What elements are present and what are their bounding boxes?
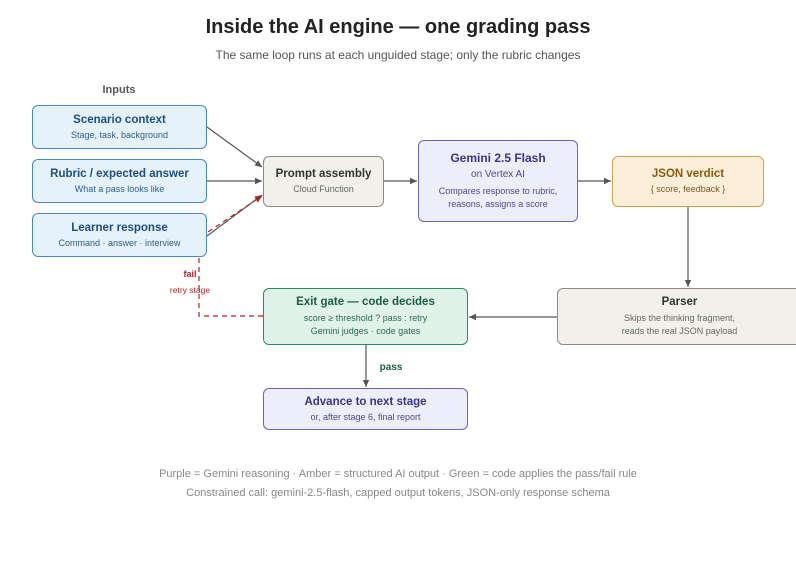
- parser-node: Parser Skips the thinking fragment, read…: [557, 288, 796, 345]
- advance-title: Advance to next stage: [304, 395, 427, 408]
- learner-response-node: Learner response Command · answer · inte…: [32, 213, 207, 257]
- parser-description-line1: Skips the thinking fragment,: [623, 313, 736, 323]
- gemini-node: Gemini 2.5 Flash on Vertex AI Compares r…: [418, 140, 578, 222]
- gemini-description-line2: reasons, assigns a score: [448, 199, 548, 209]
- gemini-platform: on Vertex AI: [471, 169, 525, 180]
- scenario-context-subtitle: Stage, task, background: [70, 129, 169, 140]
- inputs-label: Inputs: [102, 84, 136, 96]
- arrow-retry-loop: [198, 195, 263, 317]
- rubric-subtitle: What a pass looks like: [74, 183, 165, 194]
- legend-note: Purple = Gemini reasoning · Amber = stru…: [159, 468, 637, 480]
- parser-title: Parser: [661, 296, 698, 308]
- json-verdict-node: JSON verdict { score, feedback }: [612, 156, 764, 207]
- json-verdict-title: JSON verdict: [651, 168, 725, 180]
- exit-gate-node: Exit gate — code decides score ≥ thresho…: [263, 288, 468, 345]
- rubric-title: Rubric / expected answer: [50, 167, 189, 180]
- arrow-scenario-to-prompt: [206, 126, 263, 168]
- rubric-node: Rubric / expected answer What a pass loo…: [32, 159, 207, 203]
- prompt-assembly-title: Prompt assembly: [275, 168, 372, 180]
- advance-subtitle: or, after stage 6, final report: [310, 411, 421, 422]
- json-verdict-subtitle: { score, feedback }: [650, 184, 726, 194]
- exit-gate-title: Exit gate — code decides: [296, 296, 435, 308]
- diagram-title: Inside the AI engine — one grading pass: [205, 16, 591, 38]
- exit-gate-rule: score ≥ threshold ? pass : retry: [303, 313, 428, 323]
- constraint-note: Constrained call: gemini-2.5-flash, capp…: [186, 487, 610, 499]
- learner-response-title: Learner response: [71, 221, 168, 234]
- fail-label: fail: [183, 269, 197, 279]
- prompt-assembly-subtitle: Cloud Function: [293, 184, 354, 194]
- gemini-description-line1: Compares response to rubric,: [438, 186, 558, 196]
- parser-description-line2: reads the real JSON payload: [621, 326, 738, 336]
- pass-label: pass: [379, 362, 403, 373]
- arrow-learner-to-prompt: [206, 194, 263, 237]
- advance-node: Advance to next stage or, after stage 6,…: [263, 388, 468, 430]
- learner-response-subtitle: Command · answer · interview: [58, 237, 181, 248]
- gemini-title: Gemini 2.5 Flash: [450, 151, 546, 165]
- exit-gate-note: Gemini judges · code gates: [310, 326, 421, 336]
- scenario-context-node: Scenario context Stage, task, background: [32, 105, 207, 149]
- scenario-context-title: Scenario context: [73, 113, 166, 126]
- diagram-subtitle: The same loop runs at each unguided stag…: [215, 48, 581, 62]
- retry-stage-label: retry stage: [169, 285, 211, 295]
- prompt-assembly-node: Prompt assembly Cloud Function: [263, 156, 384, 207]
